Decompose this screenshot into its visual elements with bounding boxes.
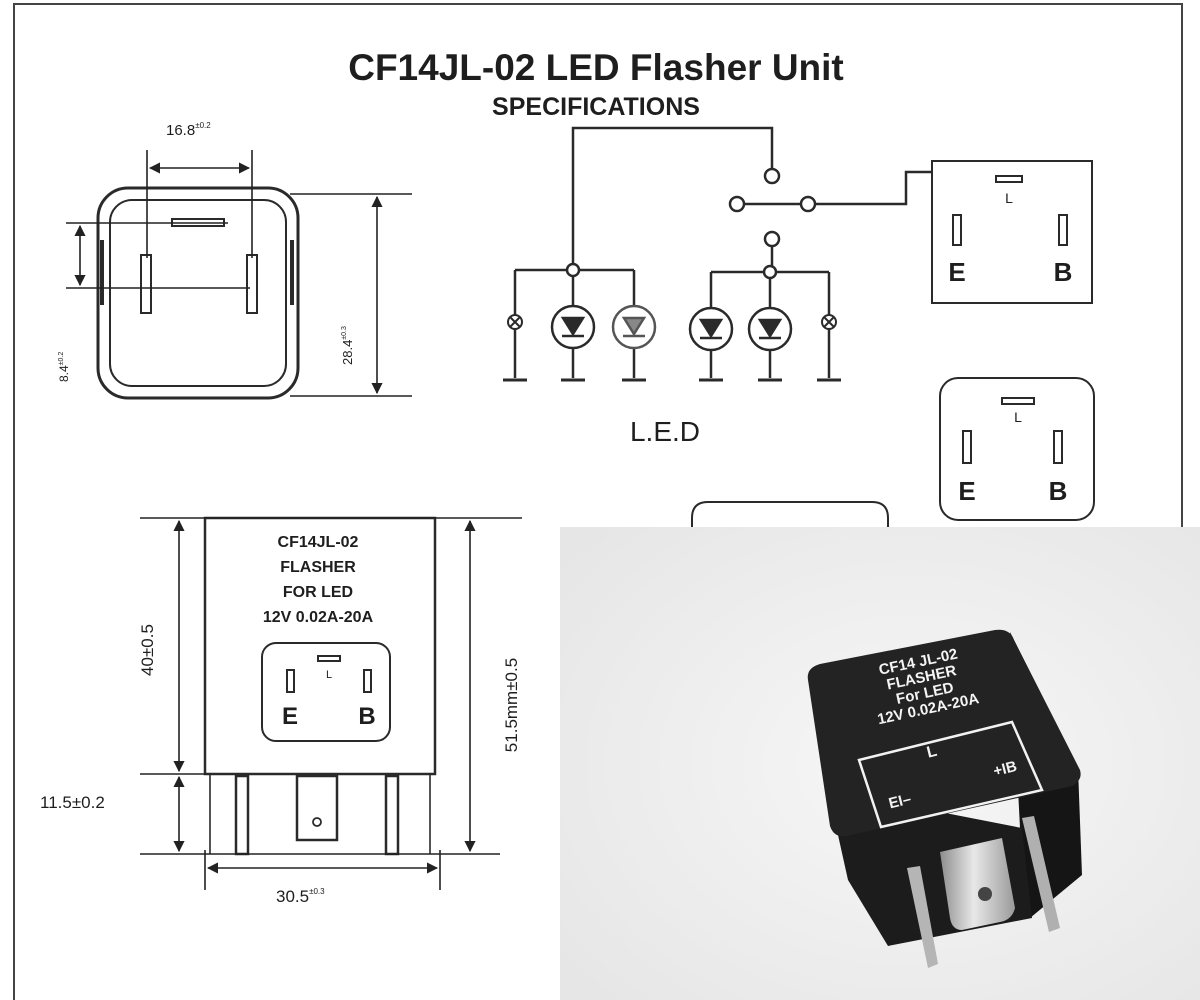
front-pin-l: L [326, 669, 332, 681]
sheet-subtitle: SPECIFICATIONS [492, 93, 700, 121]
front-label-line-2: FLASHER [280, 559, 356, 576]
hidden-box-outline [691, 501, 889, 528]
bulb-icon [507, 314, 523, 330]
svg-text:L: L [925, 743, 939, 762]
svg-text:+IB: +IB [992, 758, 1019, 780]
svg-text:B: B [1049, 476, 1068, 506]
sheet-title: CF14JL-02 LED Flasher Unit [348, 47, 844, 88]
svg-text:E: E [958, 476, 975, 506]
front-label-line-1: CF14JL-02 [278, 534, 359, 551]
front-pin-length-dim: 11.5±0.2 [40, 793, 105, 812]
svg-text:L: L [1005, 190, 1013, 206]
top-view-drawing [96, 186, 300, 400]
front-pin-b: B [358, 703, 375, 730]
product-photo [560, 527, 1200, 1000]
svg-text:E: E [948, 257, 965, 287]
front-width-dim: 30.5±0.3 [276, 887, 325, 906]
circuit-label: L.E.D [630, 416, 700, 447]
led-diode-icon [611, 304, 657, 350]
svg-text:L: L [1014, 409, 1022, 425]
front-pin-e: E [282, 703, 298, 730]
svg-text:B: B [1054, 257, 1073, 287]
top-offset-dim: 8.4±0.2 [57, 352, 71, 382]
pinout-box-top: L E B [931, 160, 1093, 304]
svg-text:EI–: EI– [887, 790, 913, 812]
top-height-dim: 28.4±0.3 [340, 326, 355, 365]
top-width-dim: 16.8±0.2 [166, 121, 211, 139]
top-view-dimensions [66, 150, 412, 397]
front-total-height-dim: 51.5mm±0.5 [502, 658, 521, 752]
front-label-line-4: 12V 0.02A-20A [263, 609, 374, 626]
front-label-line-3: FOR LED [283, 584, 353, 601]
bulb-icon [821, 314, 837, 330]
photo-pin-markings: L EI– +IB [887, 743, 1019, 813]
led-diode-icon [747, 306, 793, 352]
front-view-dimensions [140, 517, 522, 890]
led-diode-icon [550, 304, 596, 350]
front-body-height-dim: 40±0.5 [138, 624, 157, 676]
pinout-box-bottom: L E B [939, 377, 1095, 521]
led-diode-icon [688, 306, 734, 352]
